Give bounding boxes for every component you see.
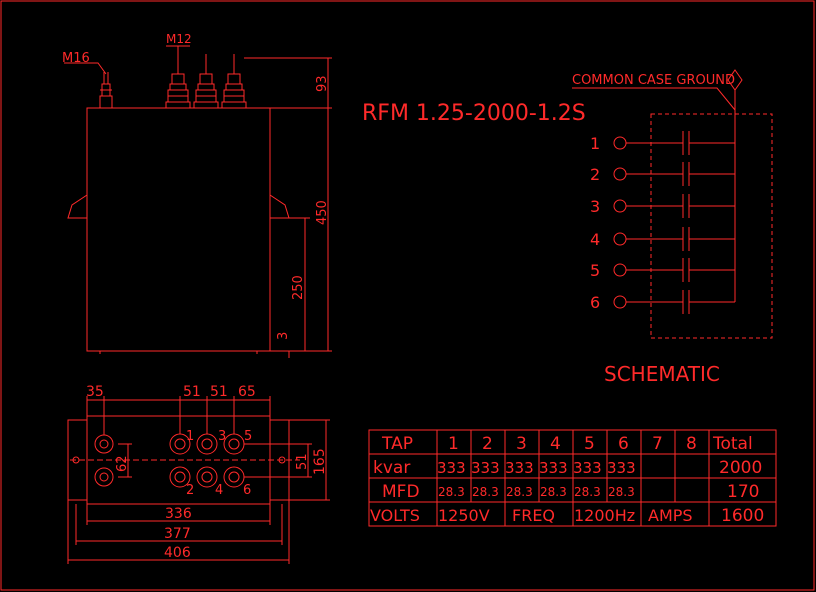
dim-336: 336	[165, 506, 192, 522]
front-view	[64, 45, 332, 358]
capacitor-rows	[613, 131, 735, 314]
svg-text:3: 3	[516, 434, 527, 454]
table-header-row: TAP 1 2 3 4 5 6 7 8 Total	[381, 434, 753, 454]
tap-6-label: 6	[590, 293, 600, 312]
freq-value: 1200Hz	[574, 506, 635, 525]
volts-label: VOLTS	[370, 506, 420, 525]
svg-text:TAP: TAP	[381, 434, 413, 454]
dim-250: 250	[291, 275, 306, 300]
dim-165: 165	[312, 448, 328, 475]
schematic	[572, 69, 773, 339]
svg-text:kvar: kvar	[373, 458, 410, 478]
svg-text:Total: Total	[712, 434, 753, 454]
terminal-2-label: 2	[186, 483, 194, 498]
amps-label: AMPS	[648, 506, 693, 525]
terminal-5-label: 5	[244, 429, 252, 444]
case-outline	[650, 113, 773, 339]
svg-text:2: 2	[482, 434, 493, 454]
tap-3-label: 3	[590, 197, 600, 216]
tap-2-label: 2	[590, 165, 600, 184]
terminal-6-label: 6	[243, 483, 251, 498]
common-case-ground-label: COMMON CASE GROUND	[572, 73, 735, 88]
freq-label: FREQ	[512, 506, 555, 525]
dim-377: 377	[164, 526, 191, 542]
table-kvar-row: kvar 333 333 333 333 333 333 2000	[373, 458, 762, 478]
volts-value: 1250V	[438, 506, 490, 525]
tap-4-label: 4	[590, 230, 600, 249]
svg-text:28.3: 28.3	[608, 485, 635, 499]
tap-1-label: 1	[590, 134, 600, 153]
dim-35: 35	[86, 384, 104, 400]
svg-text:8: 8	[686, 434, 697, 454]
svg-text:28.3: 28.3	[506, 485, 533, 499]
thread-m12-label: M12	[166, 32, 192, 46]
dim-65: 65	[238, 384, 256, 400]
dim-450: 450	[315, 200, 330, 225]
terminal-1-label: 1	[186, 429, 194, 444]
capacitor-body	[86, 107, 271, 352]
svg-text:333: 333	[471, 459, 500, 477]
svg-text:28.3: 28.3	[472, 485, 499, 499]
svg-text:170: 170	[727, 482, 759, 502]
table-mfd-row: MFD 28.3 28.3 28.3 28.3 28.3 28.3 170	[382, 482, 759, 502]
svg-text:333: 333	[505, 459, 534, 477]
dim-93: 93	[315, 75, 330, 92]
amps-value: 1600	[721, 506, 764, 526]
table-volts-row: VOLTS 1250V FREQ 1200Hz AMPS 1600	[370, 506, 764, 526]
svg-text:2000: 2000	[719, 458, 762, 478]
spec-table	[368, 429, 777, 527]
svg-text:333: 333	[573, 459, 602, 477]
svg-text:6: 6	[618, 434, 629, 454]
dim-51-b: 51	[210, 384, 228, 400]
dim-51-c: 51	[295, 453, 310, 470]
right-bracket	[269, 194, 290, 219]
dim-51-a: 51	[183, 384, 201, 400]
dim-3: 3	[276, 332, 291, 340]
terminal-4-label: 4	[215, 483, 223, 498]
svg-text:5: 5	[584, 434, 595, 454]
left-bracket	[67, 194, 88, 219]
model-name: RFM 1.25-2000-1.2S	[362, 101, 586, 126]
svg-text:333: 333	[437, 459, 466, 477]
m16-terminal	[99, 72, 113, 109]
svg-text:28.3: 28.3	[574, 485, 601, 499]
top-view	[67, 396, 330, 564]
svg-text:28.3: 28.3	[540, 485, 567, 499]
svg-text:28.3: 28.3	[438, 485, 465, 499]
svg-text:4: 4	[550, 434, 561, 454]
schematic-title: SCHEMATIC	[604, 362, 720, 386]
m12-terminals	[165, 54, 247, 108]
tap-5-label: 5	[590, 261, 600, 280]
dim-406: 406	[164, 545, 191, 561]
thread-m16-label: M16	[62, 51, 90, 66]
svg-text:1: 1	[448, 434, 459, 454]
svg-text:7: 7	[652, 434, 663, 454]
svg-text:333: 333	[539, 459, 568, 477]
svg-text:MFD: MFD	[382, 482, 420, 502]
svg-text:333: 333	[607, 459, 636, 477]
dim-62: 62	[115, 455, 130, 472]
terminal-3-label: 3	[218, 429, 226, 444]
